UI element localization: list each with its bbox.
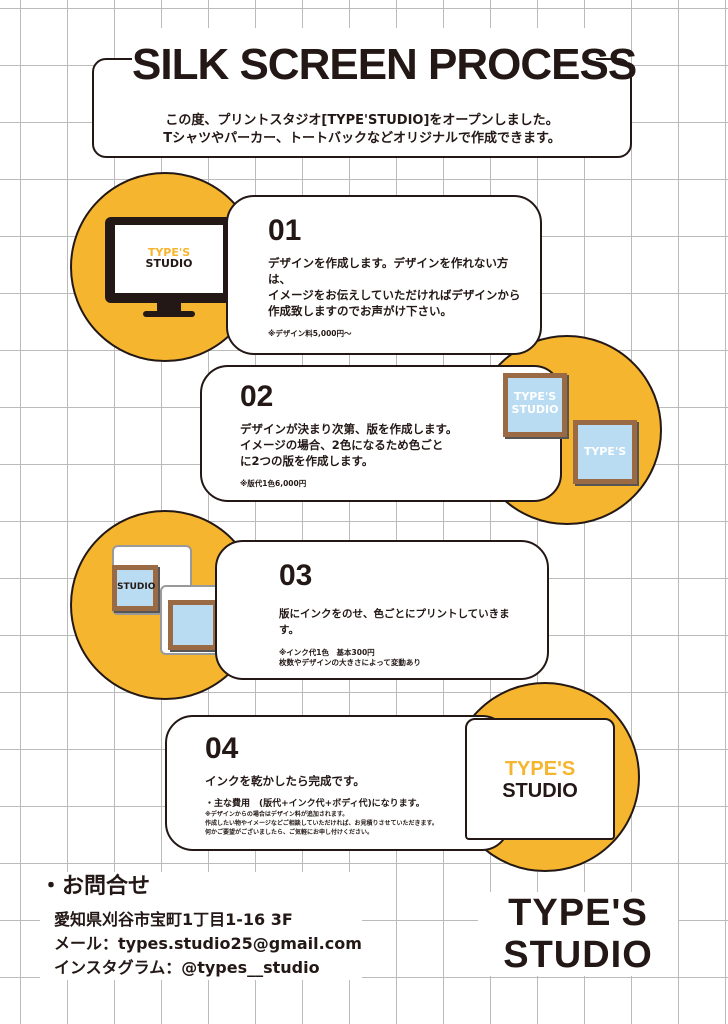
- logo-text: TYPE'S: [513, 390, 557, 403]
- screen-frame-illustration: TYPE'S: [573, 420, 637, 484]
- step-note: 何かご要望がございましたら、ご気軽にお申し付けください。: [205, 829, 374, 836]
- step-4-card: 04 インクを乾かしたら完成です。 ・主な費用 (版代+インク代+ボディ代)にな…: [165, 715, 510, 851]
- cost-summary: ・主な費用 (版代+インク代+ボディ代)になります。: [205, 799, 425, 809]
- intro-line: Tシャツやパーカー、トートバックなどオリジナルで作成できます。: [163, 131, 561, 146]
- logo-text: TYPE'S: [147, 246, 191, 259]
- contact-heading: ・お問合せ: [40, 874, 151, 899]
- step-note: ※版代1色6,000円: [240, 479, 307, 488]
- contact-email[interactable]: メール：types.studio25@gmail.com: [54, 934, 362, 953]
- step-text: デザインを作成します。デザインを作れない方は、: [268, 256, 509, 286]
- step-text: デザインが決まり次第、版を作成します。: [240, 422, 458, 436]
- step-3-card: 03 版にインクをのせ、色ごとにプリントしていきます。 ※インク代1色 基本30…: [215, 540, 549, 680]
- step-text: イメージの場合、2色になるため色ごと: [240, 438, 444, 452]
- step-note: 作成したい物やイメージなどご相談していただければ、お見積りさせていただきます。: [205, 820, 438, 827]
- step-number: 01: [268, 214, 302, 247]
- step-number: 03: [279, 559, 313, 592]
- step-note: ※インク代1色 基本300円: [279, 648, 375, 657]
- logo-line: STUDIO: [503, 934, 653, 976]
- step-text: 作成致しますのでお声がけ下さい。: [268, 304, 452, 318]
- contact-address: 愛知県刈谷市宝町1丁目1-16 3F: [54, 910, 293, 929]
- logo-text: TYPE'S: [504, 758, 576, 780]
- logo-text: STUDIO: [117, 582, 156, 592]
- logo-text: STUDIO: [502, 780, 578, 802]
- screen-frame-illustration: STUDIO: [112, 565, 158, 611]
- logo-text: TYPE'S: [583, 445, 627, 458]
- step-1-card: 01 デザインを作成します。デザインを作れない方は、イメージをお伝えしていただけ…: [226, 195, 542, 355]
- step-text: 版にインクをのせ、色ごとにプリントしていきます。: [279, 608, 510, 636]
- screen-frame-illustration: [168, 600, 218, 650]
- contact-section: ・お問合せ 愛知県刈谷市宝町1丁目1-16 3F メール：types.studi…: [40, 872, 362, 980]
- intro-line: この度、プリントスタジオ[TYPE'STUDIO]をオープンしました。: [165, 113, 559, 128]
- contact-instagram[interactable]: インスタグラム：@types__studio: [54, 958, 320, 977]
- logo-line: TYPE'S: [508, 892, 648, 934]
- step-note: ※デザイン料5,000円～: [268, 329, 352, 338]
- studio-logo: TYPE'S STUDIO: [478, 892, 678, 976]
- step-note: 枚数やデザインの大きさによって変動あり: [279, 658, 421, 667]
- step-2-card: 02 デザインが決まり次第、版を作成します。イメージの場合、2色になるため色ごと…: [200, 365, 562, 502]
- page-title: SILK SCREEN PROCESS: [132, 28, 637, 102]
- logo-text: STUDIO: [145, 257, 193, 270]
- step-text: イメージをお伝えしていただければデザインから: [268, 288, 521, 302]
- logo-text: STUDIO: [511, 403, 559, 416]
- step-text: に2つの版を作成します。: [240, 454, 374, 468]
- step-number: 02: [240, 380, 274, 413]
- step-text: インクを乾かしたら完成です。: [205, 774, 365, 788]
- step-number: 04: [205, 732, 239, 765]
- step-note: ※デザインからの場合はデザイン料が追加されます。: [205, 811, 349, 818]
